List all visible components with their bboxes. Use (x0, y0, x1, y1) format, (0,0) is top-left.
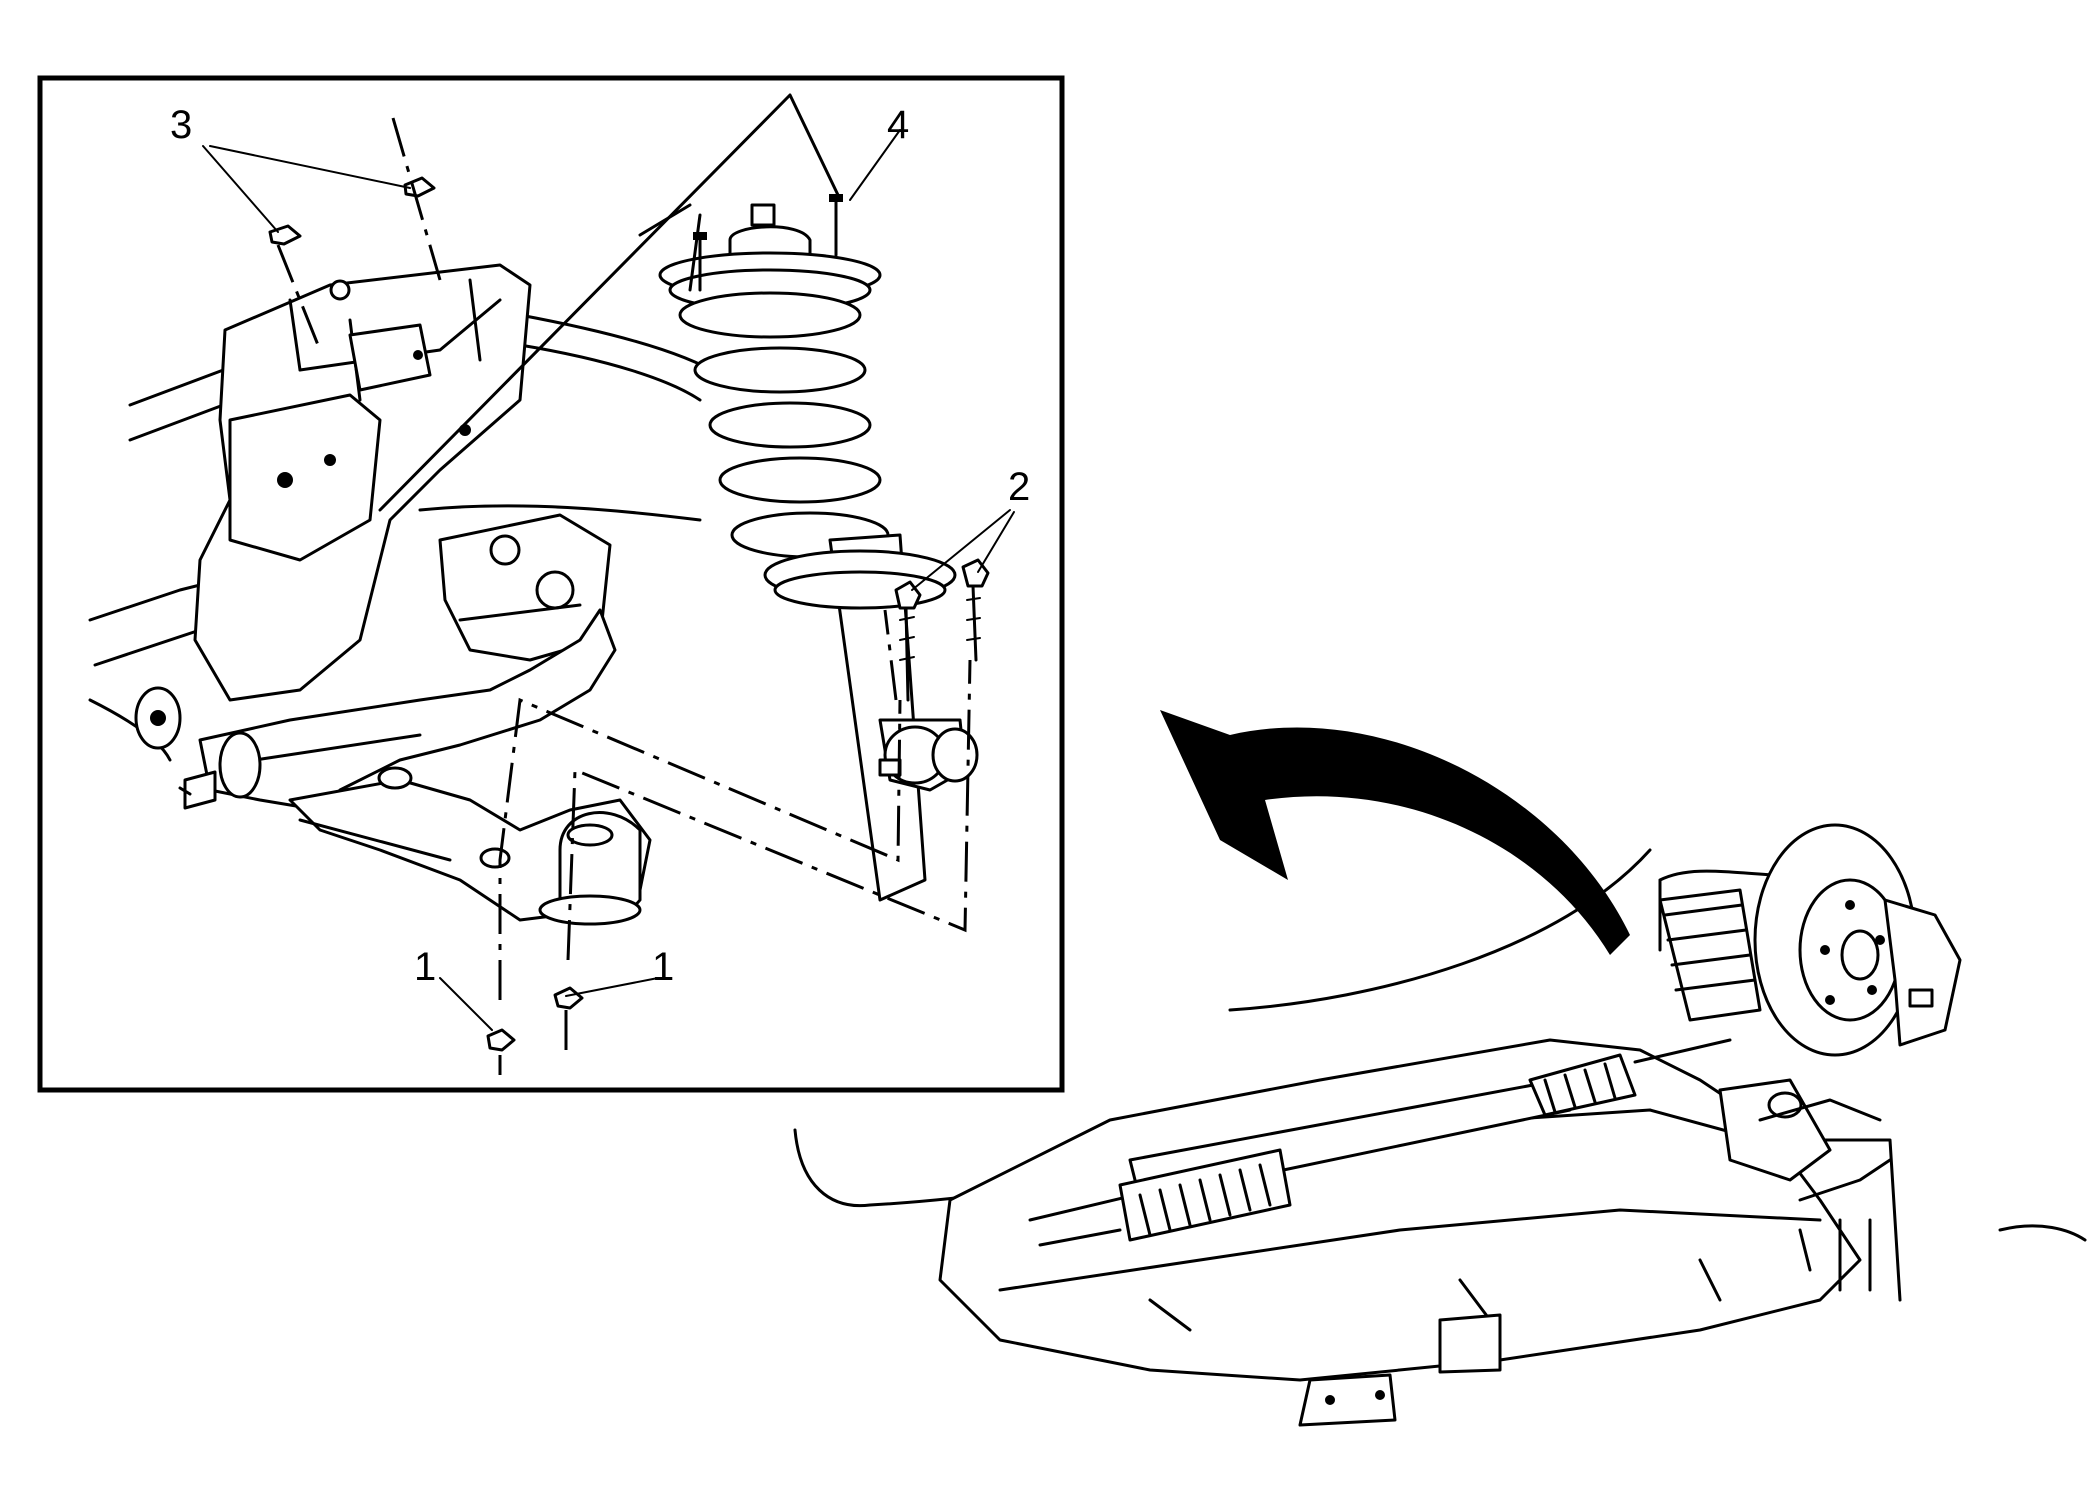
callout-leaders (202, 129, 1015, 1031)
curved-arrow-icon (1160, 710, 1630, 955)
detail-inset: 3 4 2 1 1 (37, 75, 1065, 1093)
alignment-lines (276, 93, 972, 1075)
callout-labels: 3 4 2 1 1 (170, 103, 1030, 989)
ball-joint-nut (486, 986, 584, 1052)
callout-2: 2 (1008, 465, 1030, 509)
lower-control-arm (134, 608, 652, 926)
upper-mount (438, 513, 612, 662)
callout-4: 4 (887, 103, 909, 147)
callout-1-right: 1 (652, 945, 674, 989)
body-mount-bracket (193, 263, 532, 702)
callout-3: 3 (170, 103, 192, 147)
vehicle-overview (793, 823, 2087, 1427)
callout-1-left: 1 (414, 945, 436, 989)
